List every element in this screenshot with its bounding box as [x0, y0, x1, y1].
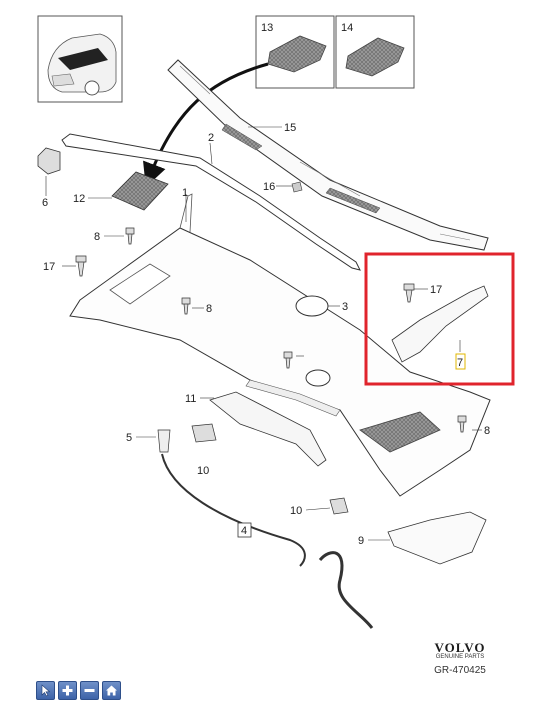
callout-7: 7: [457, 357, 463, 369]
callout-1: 1: [182, 187, 188, 199]
zoom-in-icon: [62, 685, 73, 696]
zoom-in-button[interactable]: [58, 681, 77, 700]
callout-3: 3: [342, 301, 348, 313]
callout-5: 5: [126, 432, 132, 444]
genuine-parts-label: GENUINE PARTS: [435, 654, 485, 660]
callout-12: 12: [73, 193, 85, 205]
part-4-hose: [161, 453, 306, 567]
pointer-button[interactable]: [36, 681, 55, 700]
part-11-bracket: [209, 391, 327, 467]
part-13-label: 13: [261, 22, 273, 34]
part-5-clip: [157, 429, 171, 453]
leader-lines: [45, 126, 482, 541]
callout-9: 9: [358, 535, 364, 547]
car-thumbnail: [37, 15, 123, 103]
screw-fasteners: [75, 227, 467, 433]
callout-16: 16: [263, 181, 275, 193]
callout-4: 4: [241, 525, 247, 537]
part-16-clip: [291, 181, 303, 193]
part-1-cowl-panel: [69, 193, 491, 497]
callout-2: 2: [208, 132, 214, 144]
part-15-seal-strip: [167, 59, 489, 251]
part-10-cap-bottom: [329, 497, 349, 515]
part-7-label-box: [455, 353, 466, 370]
callout-10-b: 10: [290, 505, 302, 517]
callout-11: 11: [185, 393, 196, 405]
volvo-branding: VOLVO GENUINE PARTS GR-470425: [420, 640, 500, 676]
part-10-cap-top: [191, 423, 217, 443]
diagram-reference: GR-470425: [434, 665, 486, 676]
volvo-logo: VOLVO: [434, 640, 486, 655]
home-icon: [106, 685, 117, 696]
viewer-toolbar: [36, 681, 121, 700]
part-2-rubber-seal: [61, 133, 361, 271]
callout-8-a: 8: [94, 231, 100, 243]
callout-17-a: 17: [43, 261, 55, 273]
part-4-hose-lower: [318, 551, 374, 629]
callout-10-a: 10: [197, 465, 209, 477]
part-9-tray: [387, 511, 487, 565]
callout-4-box: [237, 522, 252, 538]
highlight-frame: [364, 252, 515, 386]
pointer-icon: [41, 684, 51, 697]
callout-8-b: 8: [206, 303, 212, 315]
callout-15: 15: [284, 122, 296, 134]
part-7-bracket: [391, 285, 489, 363]
part-13-thumbnail: 13: [255, 15, 335, 89]
zoom-out-icon: [84, 689, 95, 692]
part-14-thumbnail: 14: [335, 15, 415, 89]
home-button[interactable]: [102, 681, 121, 700]
callout-6: 6: [42, 197, 48, 209]
callout-17-b: 17: [430, 284, 442, 296]
callout-8-c: 8: [484, 425, 490, 437]
part-6-clip: [37, 147, 61, 175]
part-12-grille-cover: [111, 171, 169, 211]
zoom-out-button[interactable]: [80, 681, 99, 700]
part-3-plug: [295, 295, 331, 387]
part-14-label: 14: [341, 22, 353, 34]
